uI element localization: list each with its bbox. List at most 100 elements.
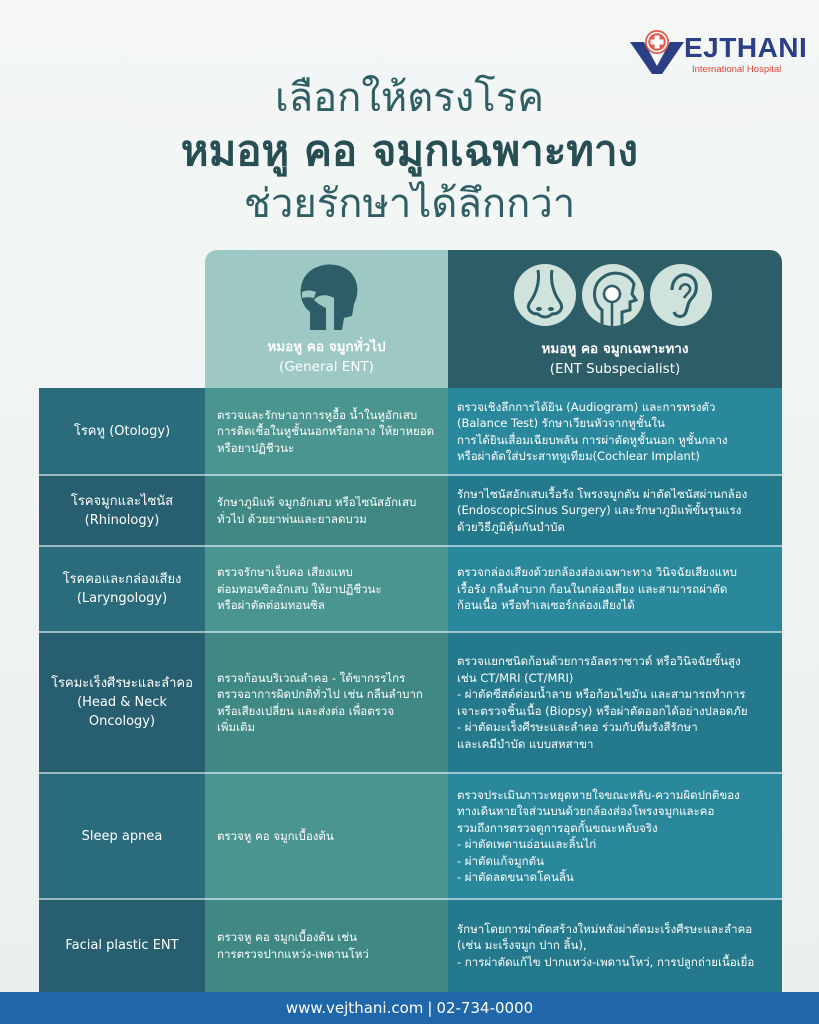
disease-name-cell-line: Sleep apnea [81,828,163,844]
specialist-ent-cell-line: - ผ่าตัดมะเร็งศีรษะและลำคอ ร่วมกับทีมรัง… [457,720,698,734]
general-ent-cell-line: ตรวจรักษาเจ็บคอ เสียงแหบ [217,565,353,580]
table-row: Facial plastic ENT ตรวจหู คอ จมูกเบื้องต้… [39,899,782,992]
specialist-ent-cell-line: ก้อนเนื้อ หรือทำเลเซอร์กล่องเสียงได้ [457,598,635,613]
general-ent-cell-line: ตรวจอาการผิดปกติทั่วไป เช่น กลืนลำบาก [217,687,423,701]
specialist-ent-cell-line: รักษาไซนัสอักเสบเรื้อรัง โพรงจมูกตัน ผ่า… [457,486,748,501]
nose-icon [514,264,576,326]
specialist-ent-cell: ตรวจกล่องเสียงด้วยกล้องส่องเฉพาะทาง วินิ… [448,546,782,632]
head-anatomy-icon [300,264,358,330]
specialist-ent-cell-line: ตรวจประเมินภาวะหยุดหายใจขณะหลับ-ความผิดป… [457,787,740,802]
row-separator [39,898,782,900]
specialist-ent-cell-line: ด้วยวิธีภูมิคุ้มกันบำบัด [457,519,565,534]
specialist-ent-cell-line: ตรวจแยกชนิดก้อนด้วยการอัลตราซาวด์ หรือวิ… [457,654,741,668]
general-ent-cell-line: ตรวจหู คอ จมูกเบื้องต้น [217,828,334,843]
general-ent-cell-line: การติดเชื้อในหูชั้นนอกหรือกลาง ให้ยาหยอด [217,424,435,439]
disease-name-cell-line: โรคจมูกและไซนัส [70,493,174,509]
table-row: Sleep apnea ตรวจหู คอ จมูกเบื้องต้น ตรวจปร… [39,773,782,899]
general-ent-cell-line: ตรวจก้อนบริเวณลำคอ - ใต้ขากรรไกร [217,670,406,685]
general-ent-cell-line: ตรวจและรักษาอาการหูอื้อ น้ำในหูอักเสบ [217,407,418,422]
general-ent-cell-line: ตรวจหู คอ จมูกเบื้องต้น เช่น [217,930,357,944]
disease-name-cell: Facial plastic ENT [39,899,205,992]
column-header-specialist: หมอหู คอ จมูกเฉพาะทาง (ENT Subspecialist… [448,250,782,390]
specialist-ent-cell-line: - ผ่าตัดเพดานอ่อนและลิ้นไก่ [457,837,597,851]
row-separator [39,631,782,633]
disease-name-cell-line: (Rhinology) [84,512,160,528]
website-link[interactable]: www.vejthani.com [285,999,424,1017]
specialist-ent-cell: รักษาโดยการผ่าตัดสร้างใหม่หลังผ่าตัดมะเร… [448,899,782,992]
disease-name-cell: โรคหู (Otology) [39,388,205,475]
row-separator [39,772,782,774]
specialist-ent-cell-line: รักษาโดยการผ่าตัดสร้างใหม่หลังผ่าตัดมะเร… [457,921,753,936]
logo-v-cross-icon [630,30,684,74]
disease-name-cell-line: (Head & Neck [77,695,167,710]
specialist-ent-label: หมอหู คอ จมูกเฉพาะทาง [541,341,689,357]
disease-name-cell-line: (Laryngology) [76,591,168,606]
specialist-ent-cell: ตรวจประเมินภาวะหยุดหายใจขณะหลับ-ความผิดป… [448,773,782,899]
disease-name-cell: โรคจมูกและไซนัส (Rhinology) [39,475,205,546]
disease-name-cell: Sleep apnea [39,773,205,899]
specialist-ent-cell-line: เรื้อรัง กลืนลำบาก ก้อนในกล่องเสียง และส… [457,581,728,596]
row-separator [39,545,782,547]
specialist-ent-cell-line: และเคมีบำบัด แบบสหสาขา [457,736,594,751]
disease-name-cell-line: Oncology) [88,714,156,729]
general-ent-cell: ตรวจและรักษาอาการหูอื้อ น้ำในหูอักเสบการ… [205,388,448,475]
specialist-ent-cell-line: (เช่น มะเร็งจมูก ปาก ลิ้น), [457,938,587,953]
specialist-ent-cell-line: ตรวจกล่องเสียงด้วยกล้องส่องเฉพาะทาง วินิ… [457,565,737,580]
disease-name-cell-line: โรคหู (Otology) [73,424,171,439]
general-ent-cell: ตรวจหู คอ จมูกเบื้องต้น [205,773,448,899]
general-ent-cell: ตรวจก้อนบริเวณลำคอ - ใต้ขากรรไกรตรวจอากา… [205,632,448,773]
vejthani-logo: EJTHANI International Hospital [628,14,808,76]
specialist-ent-cell-line: รวมถึงการตรวจดูการอุดกั้นขณะหลับจริง [457,820,658,835]
footer-divider: | [427,999,433,1017]
specialist-ent-cell-line: - ผ่าตัดลดขนาดโคนลิ้น [457,870,574,884]
specialist-ent-cell-line: หรือผ่าตัดใส่ประสาทหูเทียม(Cochlear Impl… [457,449,700,463]
specialist-ent-cell-line: - ผ่าตัดแก้จมูกตัน [457,853,544,868]
disease-name-cell: โรคคอและกล่องเสียง (Laryngology) [39,546,205,632]
footer-bar: www.vejthani.com | 02-734-0000 [0,992,819,1024]
specialist-ent-cell-line: (EndoscopicSinus Surgery) และรักษาภูมิแพ… [457,503,742,518]
general-ent-cell-line: หรือเสียงเปลี่ยน และส่งต่อ เพื่อตรวจ [217,703,395,718]
headline-line-3: ช่วยรักษาได้ลึกกว่า [243,181,576,227]
specialist-ent-cell-line: ตรวจเชิงลึกการได้ยิน (Audiogram) และการท… [457,399,716,414]
specialist-ent-cell-line: - ผ่าตัดซีสต์ต่อมน้ำลาย หรือก้อนไขมัน แล… [457,687,746,701]
table-row: โรคจมูกและไซนัส (Rhinology) รักษาภูมิแพ้ จ… [39,475,782,546]
general-ent-cell: ตรวจรักษาเจ็บคอ เสียงแหบต่อมทอนซิลอักเสบ… [205,546,448,632]
disease-name-cell-line: โรคคอและกล่องเสียง [62,572,182,587]
logo-wordmark: EJTHANI [684,32,808,63]
specialist-ent-cell-line: เจาะตรวจชิ้นเนื้อ (Biopsy) หรือผ่าตัดออก… [457,703,748,718]
table-row: โรคคอและกล่องเสียง (Laryngology) ตรวจรักษา… [39,546,782,632]
headline-line-1: เลือกให้ตรงโรค [274,75,545,121]
table-row: โรคหู (Otology) ตรวจและรักษาอาการหูอื้อ น… [39,388,782,475]
specialist-ent-cell: รักษาไซนัสอักเสบเรื้อรัง โพรงจมูกตัน ผ่า… [448,475,782,546]
general-ent-cell-line: หรือผ่าตัดต่อมทอนซิล [217,598,325,613]
specialist-ent-cell-line: ทางเดินหายใจส่วนบนด้วยกล้องส่องโพรงจมูกแ… [457,804,715,818]
ear-icon [650,264,712,326]
logo-subtitle: International Hospital [692,64,782,75]
disease-name-cell-line: โรคมะเร็งศีรษะและลำคอ [51,676,193,691]
throat-icon [582,264,644,326]
general-ent-label: หมอหู คอ จมูกทั่วไป [267,339,386,355]
specialist-ent-cell-line: การได้ยินเสื่อมเฉียบพลัน การผ่าตัดหูชั้น… [457,432,728,447]
specialist-ent-cell-line: (Balance Test) รักษาเวียนหัวจากหูชั้นใน [457,416,665,430]
general-ent-cell: รักษาภูมิแพ้ จมูกอักเสบ หรือไซนัสอักเสบท… [205,475,448,546]
general-ent-cell-line: เพิ่มเติม [217,720,256,734]
general-ent-cell-line: หรือยาปฏิชีวนะ [217,440,295,455]
phone-number[interactable]: 02-734-0000 [436,999,534,1017]
general-ent-cell-line: ทั่วไป ด้วยยาพ่นและยาลดบวม [217,511,367,526]
specialist-ent-cell-line: - การผ่าตัดแก้ไข ปากแหว่ง-เพดานโหว่, การ… [457,954,755,969]
general-ent-cell-line: การตรวจปากแหว่ง-เพดานโหว่ [217,946,369,961]
general-ent-sublabel: (General ENT) [279,359,374,375]
specialist-ent-cell-line: เช่น CT/MRI (CT/MRI) [457,670,574,685]
column-header-general: หมอหู คอ จมูกทั่วไป (General ENT) [205,250,448,390]
row-separator [39,474,782,476]
disease-name-cell-line: Facial plastic ENT [65,938,179,953]
general-ent-cell-line: ต่อมทอนซิลอักเสบ ให้ยาปฏิชีวนะ [217,581,382,596]
general-ent-cell-line: รักษาภูมิแพ้ จมูกอักเสบ หรือไซนัสอักเสบ [217,495,417,509]
general-ent-cell: ตรวจหู คอ จมูกเบื้องต้น เช่นการตรวจปากแห… [205,899,448,992]
specialist-ent-cell: ตรวจแยกชนิดก้อนด้วยการอัลตราซาวด์ หรือวิ… [448,632,782,773]
specialist-ent-sublabel: (ENT Subspecialist) [549,361,681,377]
headline-line-2: หมอหู คอ จมูกเฉพาะทาง [180,126,639,175]
specialist-ent-cell: ตรวจเชิงลึกการได้ยิน (Audiogram) และการท… [448,388,782,475]
